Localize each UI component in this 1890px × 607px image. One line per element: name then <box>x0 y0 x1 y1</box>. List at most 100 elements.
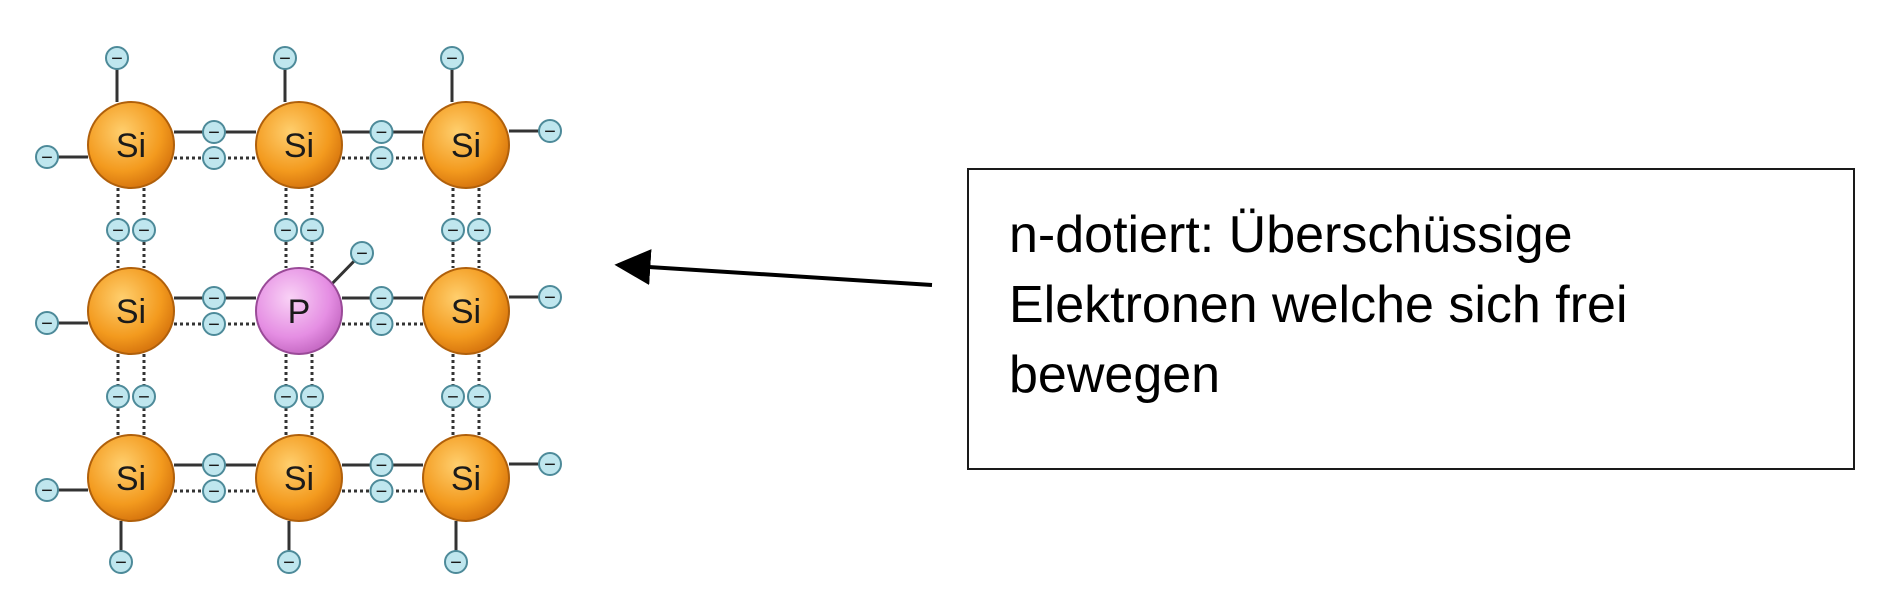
electron-body <box>35 145 59 169</box>
electron: − <box>274 218 298 242</box>
electron-sign: − <box>306 220 318 242</box>
electron: − <box>274 384 298 409</box>
electron-sign: − <box>283 552 295 574</box>
electron-body <box>538 285 562 309</box>
electron-body <box>369 120 394 144</box>
electron-sign: − <box>376 314 388 336</box>
silicon-atom-body <box>87 267 175 355</box>
electron-body <box>202 453 226 477</box>
electron-body <box>105 46 129 70</box>
electron: − <box>369 286 394 310</box>
dopant-atom: P <box>255 267 343 355</box>
silicon-atom-body <box>422 434 510 522</box>
electron: − <box>369 146 394 170</box>
electron: − <box>202 120 226 144</box>
electron-sign: − <box>376 481 388 503</box>
silicon-atom-body <box>422 101 510 189</box>
electron-sign: − <box>112 220 124 242</box>
annotation-box: n-dotiert: Überschüssige Elektronen welc… <box>967 168 1855 470</box>
electron: − <box>106 218 130 242</box>
electron-sign: − <box>306 387 318 409</box>
electron-body <box>35 478 59 502</box>
silicon-atom: Si <box>87 434 175 522</box>
electron-body <box>202 312 226 336</box>
electron: − <box>106 384 130 409</box>
electron: − <box>440 46 464 70</box>
electron-sign: − <box>115 552 127 574</box>
electron-body <box>440 46 464 70</box>
electron: − <box>441 218 465 242</box>
electron: − <box>273 46 297 70</box>
dopant-atom-body <box>255 267 343 355</box>
electron: − <box>369 312 394 336</box>
electron-sign: − <box>208 455 220 477</box>
electron-body <box>202 286 226 310</box>
electron: − <box>132 218 156 242</box>
electron-sign: − <box>544 287 556 309</box>
electron: − <box>538 285 562 309</box>
silicon-atom-body <box>87 434 175 522</box>
electron-sign: − <box>447 220 459 242</box>
electron-sign: − <box>279 48 291 70</box>
electron-body <box>369 312 394 336</box>
electron-sign: − <box>376 148 388 170</box>
electron-body <box>350 241 374 265</box>
electron-sign: − <box>208 288 220 310</box>
lattice-electrons: −−−−−−−−−−−−−−−−−−−−−−−−−−−−−−−−−−−−− <box>35 46 562 574</box>
electron-sign: − <box>208 314 220 336</box>
electron: − <box>369 120 394 144</box>
electron: − <box>538 452 562 476</box>
silicon-atom-body <box>422 267 510 355</box>
electron: − <box>441 384 465 409</box>
silicon-atom-body <box>255 101 343 189</box>
electron: − <box>202 146 226 170</box>
silicon-atom: Si <box>422 267 510 355</box>
electron-body <box>444 550 468 574</box>
electron-body <box>202 146 226 170</box>
annotation-text: n-dotiert: Überschüssige Elektronen welc… <box>1009 206 1628 404</box>
electron-body <box>109 550 133 574</box>
electron: − <box>369 453 394 477</box>
electron-sign: − <box>138 220 150 242</box>
silicon-atom: Si <box>422 101 510 189</box>
electron-sign: − <box>446 48 458 70</box>
silicon-atom: Si <box>87 101 175 189</box>
electron-sign: − <box>138 387 150 409</box>
electron: − <box>350 241 374 265</box>
electron-sign: − <box>473 387 485 409</box>
electron: − <box>35 311 59 335</box>
electron: − <box>277 550 301 574</box>
electron-body <box>369 453 394 477</box>
electron: − <box>369 479 394 503</box>
electron-body <box>441 218 465 242</box>
electron: − <box>300 218 324 242</box>
electron-body <box>202 120 226 144</box>
electron-sign: − <box>544 454 556 476</box>
atom-label: Si <box>451 293 481 331</box>
silicon-atom: Si <box>87 267 175 355</box>
electron-sign: − <box>447 387 459 409</box>
electron-sign: − <box>376 455 388 477</box>
silicon-atom: Si <box>255 434 343 522</box>
silicon-atom: Si <box>422 434 510 522</box>
electron: − <box>202 312 226 336</box>
electron: − <box>444 550 468 574</box>
electron-body <box>467 384 491 409</box>
electron-sign: − <box>111 48 123 70</box>
electron-sign: − <box>41 313 53 335</box>
electron-body <box>369 286 394 310</box>
electron-body <box>300 384 324 409</box>
silicon-atom-body <box>255 434 343 522</box>
atom-label: Si <box>451 127 481 165</box>
electron-sign: − <box>208 122 220 144</box>
electron: − <box>105 46 129 70</box>
electron-body <box>538 119 562 143</box>
electron-body <box>300 218 324 242</box>
electron-sign: − <box>41 147 53 169</box>
electron-sign: − <box>208 481 220 503</box>
electron: − <box>202 479 226 503</box>
electron-sign: − <box>376 122 388 144</box>
electron-body <box>106 218 130 242</box>
